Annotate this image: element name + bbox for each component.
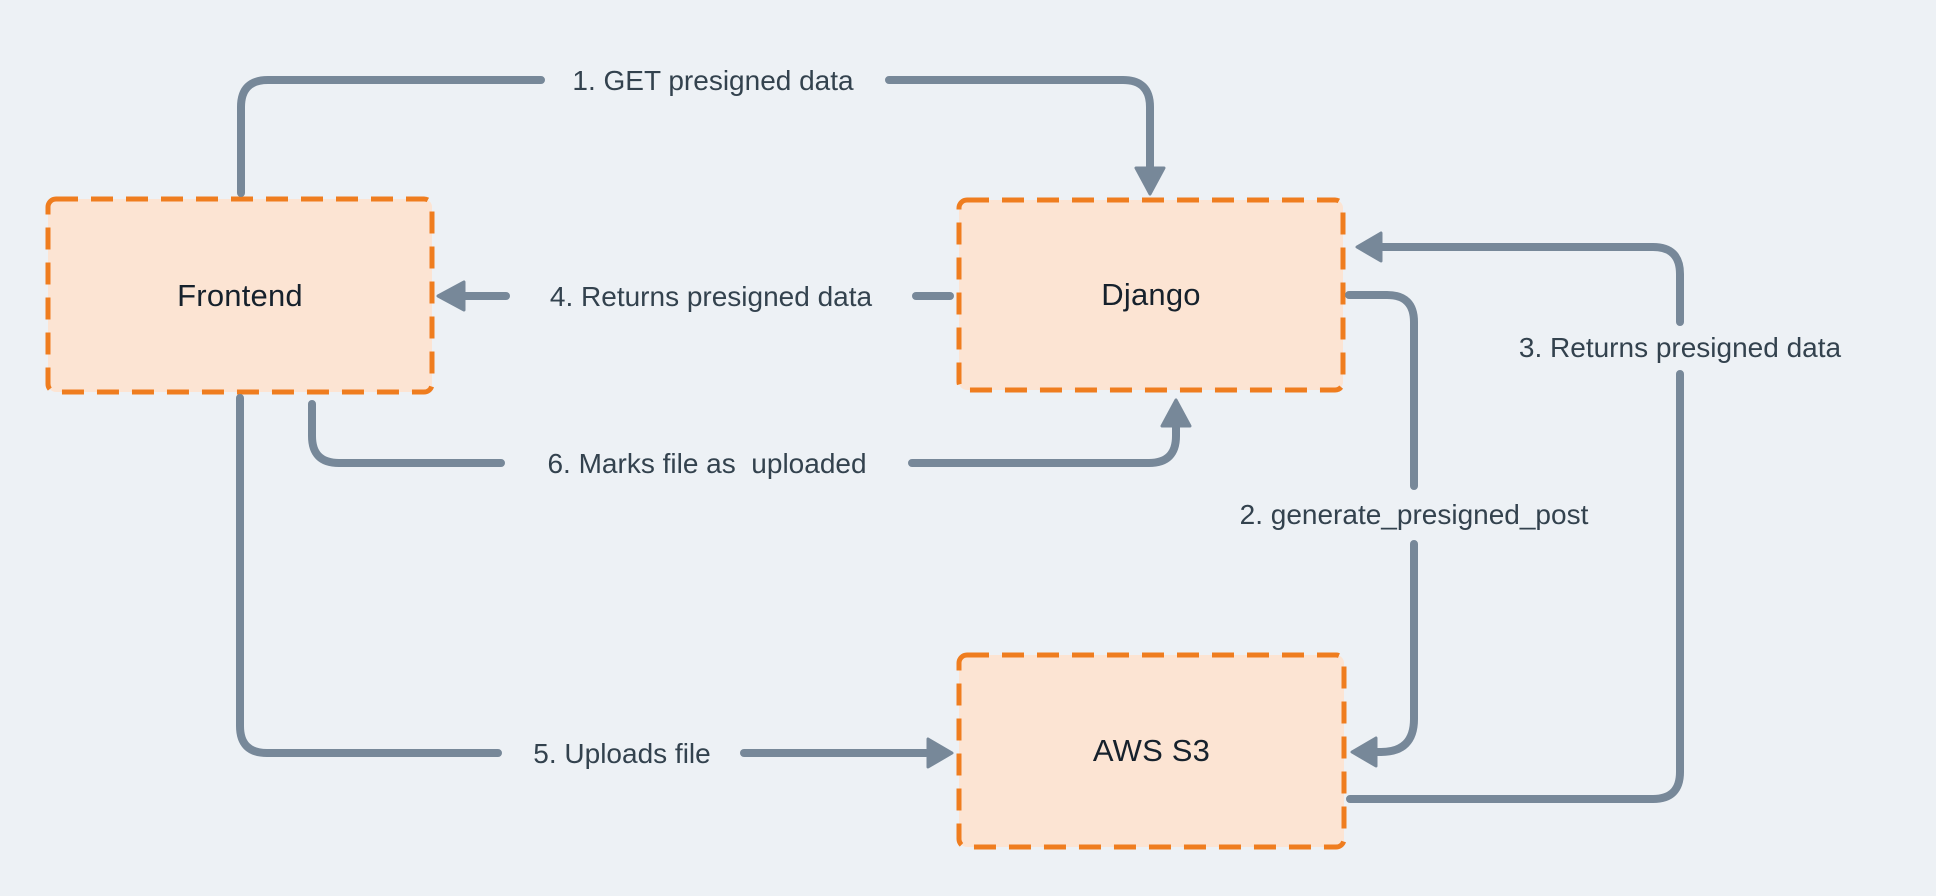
aws-s3-box-border	[956, 652, 1347, 850]
edge-6-line	[908, 422, 1180, 467]
arrowhead-right-icon	[926, 737, 954, 769]
arrowhead-left-icon	[1350, 736, 1378, 768]
edge-6-line	[308, 400, 505, 467]
django-box-border	[956, 197, 1346, 393]
edge-5-line	[236, 394, 502, 757]
arrowhead-up-icon	[1160, 398, 1192, 428]
node-django-label: Django	[1101, 277, 1201, 312]
edge-1-line	[885, 76, 1154, 172]
edge-2-line	[1372, 540, 1418, 756]
edge-4-label: 4. Returns presigned data	[549, 281, 873, 312]
edge-1-label: 1. GET presigned data	[572, 65, 854, 96]
node-django: Django	[959, 200, 1343, 390]
edge-1-line	[237, 76, 545, 197]
edge-6-label: 6. Marks file as uploaded	[547, 448, 867, 479]
edge-3-line	[1377, 243, 1684, 326]
frontend-box-border	[45, 196, 435, 395]
edge-5-label: 5. Uploads file	[533, 738, 711, 769]
arrowhead-down-icon	[1134, 166, 1166, 196]
edge-2-label: 2. generate_presigned_post	[1239, 499, 1589, 530]
arrowhead-left-icon	[1355, 231, 1383, 263]
node-aws-s3-label: AWS S3	[1092, 733, 1211, 768]
arrowhead-left-icon	[436, 280, 466, 312]
node-aws-s3: AWS S3	[959, 655, 1344, 847]
edge-3-label: 3. Returns presigned data	[1518, 332, 1842, 363]
edge-3-line	[1346, 370, 1684, 803]
edge-2-line	[1345, 291, 1418, 490]
node-frontend-label: Frontend	[177, 277, 303, 313]
node-frontend: Frontend	[48, 199, 432, 392]
